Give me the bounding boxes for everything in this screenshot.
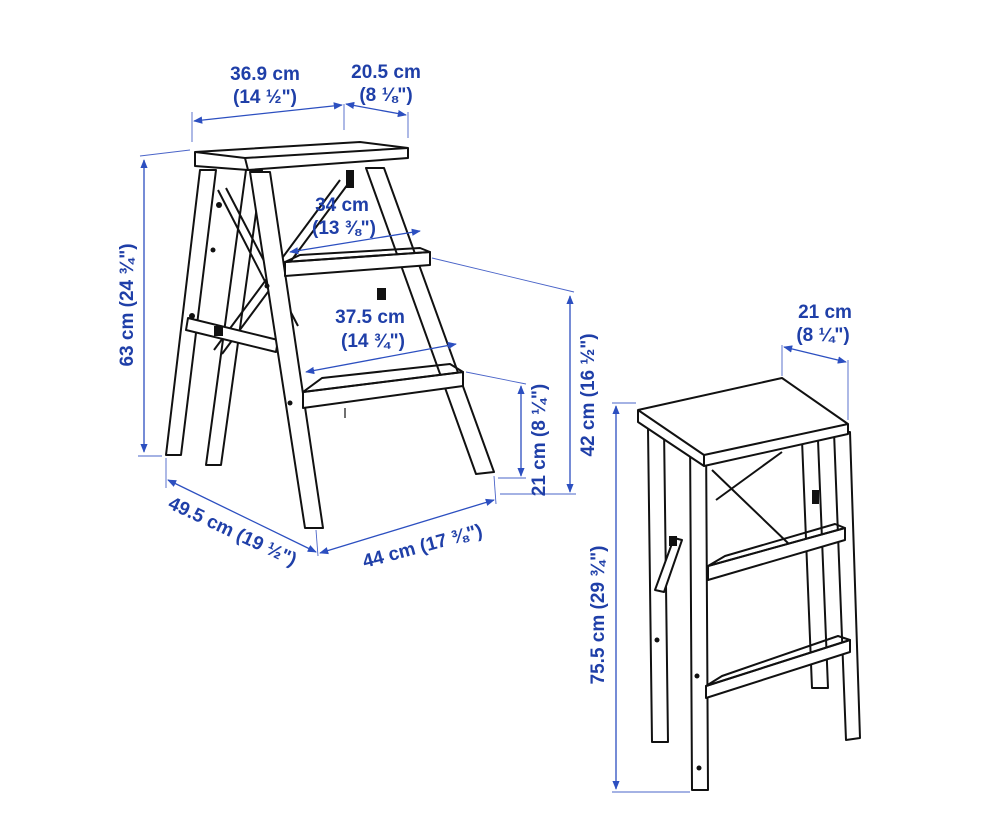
dimension-base-width: 44 cm (17 ⅜") xyxy=(319,475,497,573)
top-width-imperial: (14 ½") xyxy=(233,87,297,108)
dimension-step-height-lower: 21 cm (8 ¼") xyxy=(465,371,550,497)
base-width-label: 44 cm (17 ⅜") xyxy=(360,521,484,573)
top-width-metric: 36.9 cm xyxy=(230,64,300,85)
step-height-upper-label: 42 cm (16 ½") xyxy=(578,333,599,456)
dimension-top-depth: 20.5 cm (8 ⅛") xyxy=(345,62,421,138)
dimension-folded-height: 75.5 cm (29 ¾") xyxy=(588,402,690,793)
folded-stepstool-drawing xyxy=(637,377,861,791)
dimension-step1-width: 34 cm (13 ⅜") xyxy=(289,195,421,255)
folded-depth-imperial: (8 ¼") xyxy=(796,325,849,346)
step2-width-metric: 37.5 cm xyxy=(335,307,405,328)
folded-depth-metric: 21 cm xyxy=(798,302,852,323)
dimension-step2-width: 37.5 cm (14 ¾") xyxy=(305,307,457,375)
dimension-folded-depth: 21 cm (8 ¼") xyxy=(781,302,852,420)
top-depth-imperial: (8 ⅛") xyxy=(359,85,412,106)
step1-width-metric: 34 cm xyxy=(315,195,369,216)
top-depth-metric: 20.5 cm xyxy=(351,62,421,83)
base-depth-label: 49.5 cm (19 ½") xyxy=(165,493,300,571)
dimension-height: 63 cm (24 ¾") xyxy=(117,149,191,457)
step1-width-imperial: (13 ⅜") xyxy=(312,218,376,239)
dimension-top-width: 36.9 cm (14 ½") xyxy=(191,64,345,142)
dimension-step-height-upper: 42 cm (16 ½") xyxy=(431,257,599,495)
folded-height-label: 75.5 cm (29 ¾") xyxy=(588,546,609,685)
step2-width-imperial: (14 ¾") xyxy=(341,331,405,352)
dimension-base-depth: 49.5 cm (19 ½") xyxy=(165,458,319,571)
height-label: 63 cm (24 ¾") xyxy=(117,243,138,366)
step-height-lower-label: 21 cm (8 ¼") xyxy=(529,384,550,497)
